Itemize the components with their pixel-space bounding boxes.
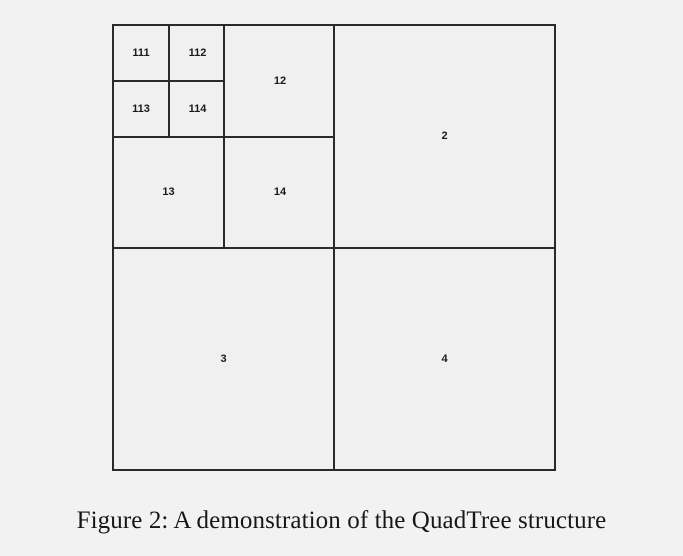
quadtree-cell-label: 12	[273, 74, 287, 87]
figure-caption-text: Figure 2: A demonstration of the QuadTre…	[76, 507, 607, 534]
quadtree-divider-q11-horizontal	[114, 80, 223, 82]
quadtree-diagram: 111 112 113 114 12 13 14 2 3 4	[112, 24, 556, 471]
quadtree-cell-3[interactable]: 3	[114, 249, 333, 469]
quadtree-cell-label: 112	[188, 46, 207, 59]
quadtree-cell-label: 13	[162, 186, 175, 198]
quadtree-cell-4[interactable]: 4	[335, 249, 554, 469]
quadtree-cell-12[interactable]: 12	[227, 26, 333, 136]
quadtree-cell-2[interactable]: 2	[335, 26, 554, 247]
quadtree-cell-13[interactable]: 13	[114, 138, 223, 247]
quadtree-cell-114[interactable]: 114	[170, 82, 225, 136]
figure-caption: Figure 2: A demonstration of the QuadTre…	[0, 496, 683, 546]
figure-area: 111 112 113 114 12 13 14 2 3 4	[112, 24, 556, 471]
quadtree-cell-label: 114	[188, 102, 207, 115]
quadtree-cell-label: 113	[132, 102, 150, 115]
quadtree-cell-113[interactable]: 113	[114, 82, 168, 136]
quadtree-cell-14[interactable]: 14	[227, 138, 333, 247]
quadtree-cell-111[interactable]: 111	[114, 26, 168, 80]
quadtree-divider-center-horizontal	[114, 247, 554, 249]
quadtree-divider-q1-horizontal	[114, 136, 333, 138]
quadtree-cell-label: 14	[273, 186, 287, 198]
quadtree-cell-label: 111	[132, 46, 150, 59]
quadtree-cell-label: 3	[220, 352, 227, 365]
quadtree-cell-label: 2	[441, 130, 448, 142]
quadtree-cell-112[interactable]: 112	[170, 26, 225, 80]
quadtree-cell-label: 4	[441, 352, 448, 365]
